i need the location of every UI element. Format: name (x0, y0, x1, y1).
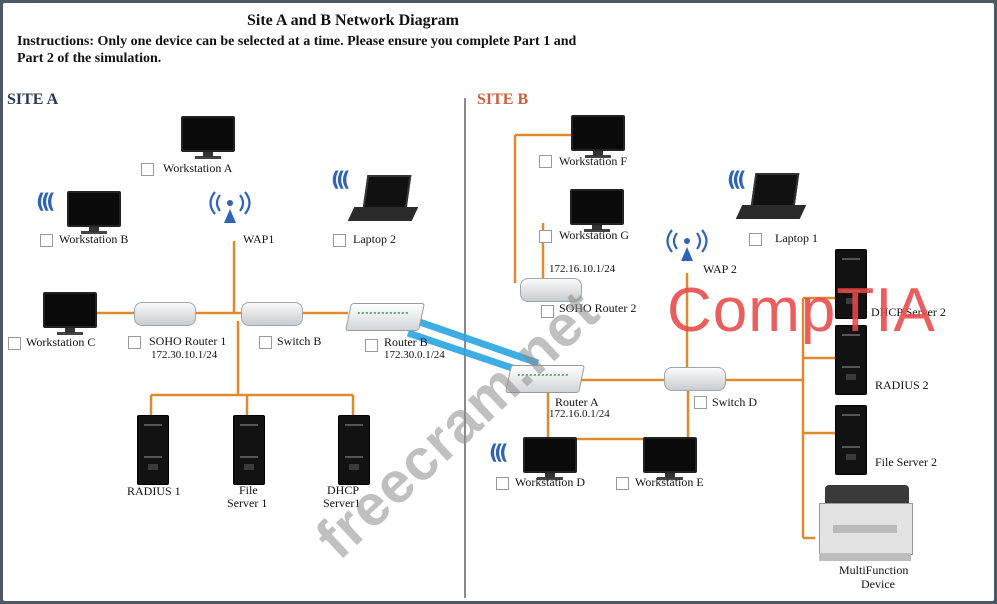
laptop-2-checkbox[interactable] (333, 234, 346, 247)
mfd-label-line1: MultiFunction (839, 563, 909, 577)
laptop-1-keyboard (735, 205, 807, 219)
laptop-1-screen (750, 173, 800, 207)
workstation-e-label: Workstation E (635, 475, 704, 489)
workstation-e-checkbox[interactable] (616, 477, 629, 490)
dhcp-server-2-icon[interactable] (835, 249, 867, 319)
site-divider (464, 98, 466, 598)
laptop-2-wifi-icon: ((( (331, 167, 351, 191)
diagram-title: Site A and B Network Diagram (247, 12, 459, 29)
wap1-label: WAP1 (243, 232, 275, 246)
soho-router-2-checkbox[interactable] (541, 305, 554, 318)
workstation-c-monitor-icon[interactable] (43, 292, 97, 335)
dhcp-server-1-label-line2: Server1 (323, 496, 361, 510)
laptop-1-label: Laptop 1 (775, 231, 818, 245)
workstation-a-checkbox[interactable] (141, 163, 154, 176)
file-server-1-label-line1: File (239, 483, 258, 497)
switch-d-icon[interactable] (664, 367, 726, 391)
soho-router-2-ip: 172.16.10.1/24 (549, 263, 616, 275)
instructions-line-2: Part 2 of the simulation. (17, 51, 162, 66)
file-server-2-label: File Server 2 (875, 455, 937, 469)
site-b-label: SITE B (477, 91, 529, 108)
soho-router-2-label: SOHO Router 2 (559, 301, 637, 315)
printer-tray (833, 525, 897, 533)
file-server-2-icon[interactable] (835, 405, 867, 475)
comptia-brand-watermark: CompTIA (667, 276, 936, 345)
printer-base (819, 553, 911, 561)
radius-2-label: RADIUS 2 (875, 378, 929, 392)
router-b-label: Router B (384, 335, 428, 349)
workstation-f-label: Workstation F (559, 154, 628, 168)
site-a-label: SITE A (7, 91, 59, 108)
workstation-c-checkbox[interactable] (8, 337, 21, 350)
laptop-1-icon[interactable] (735, 173, 807, 223)
switch-b-checkbox[interactable] (259, 336, 272, 349)
printer-scanner-lid (825, 485, 909, 505)
workstation-g-monitor-icon[interactable] (570, 189, 624, 232)
router-b-icon[interactable] (345, 303, 425, 331)
diagram-frame: Site A and B Network Diagram Instruction… (3, 3, 994, 601)
soho-router-1-icon[interactable] (134, 302, 196, 326)
workstation-a-label: Workstation A (163, 161, 233, 175)
soho-router-1-label: SOHO Router 1 (149, 334, 227, 348)
workstation-b-checkbox[interactable] (40, 234, 53, 247)
multifunction-printer-icon[interactable] (815, 485, 915, 565)
workstation-d-label: Workstation D (515, 475, 586, 489)
laptop-2-screen (362, 175, 412, 209)
laptop-2-keyboard (347, 207, 419, 221)
workstation-d-checkbox[interactable] (496, 477, 509, 490)
radius-1-label: RADIUS 1 (127, 484, 181, 498)
workstation-d-wifi-icon: ((( (489, 440, 509, 464)
router-b-ports (357, 312, 409, 317)
workstation-f-monitor-icon[interactable] (571, 115, 625, 158)
file-server-1-icon[interactable] (233, 415, 265, 485)
mfd-label-line2: Device (861, 577, 895, 591)
workstation-b-wifi-icon: ((( (36, 189, 56, 213)
switch-d-label: Switch D (712, 395, 757, 409)
router-b-checkbox[interactable] (365, 339, 378, 352)
workstation-e-monitor-icon[interactable] (643, 437, 697, 480)
dhcp-server-2-label: DHCP Server 2 (871, 305, 946, 319)
workstation-a-monitor-icon[interactable] (181, 116, 235, 159)
workstation-d-monitor-icon[interactable] (523, 437, 577, 480)
router-a-label: Router A (555, 395, 599, 409)
router-b-ip: 172.30.0.1/24 (384, 349, 445, 361)
workstation-f-checkbox[interactable] (539, 155, 552, 168)
wap2-antenna-icon[interactable] (663, 227, 711, 261)
soho-router-1-checkbox[interactable] (128, 336, 141, 349)
workstation-b-label: Workstation B (59, 232, 129, 246)
wap1-antenna-icon[interactable] (206, 189, 254, 223)
radius-1-server-icon[interactable] (137, 415, 169, 485)
soho-router-2-icon[interactable] (520, 278, 582, 302)
workstation-b-monitor-icon[interactable] (67, 191, 121, 234)
soho-router-1-ip: 172.30.10.1/24 (151, 349, 218, 361)
dhcp-server-1-icon[interactable] (338, 415, 370, 485)
switch-b-label: Switch B (277, 334, 322, 348)
file-server-1-label-line2: Server 1 (227, 496, 268, 510)
instructions-line-1: Instructions: Only one device can be sel… (17, 34, 577, 49)
workstation-c-label: Workstation C (26, 335, 96, 349)
laptop-2-label: Laptop 2 (353, 232, 396, 246)
switch-b-icon[interactable] (241, 302, 303, 326)
laptop-1-wifi-icon: ((( (727, 167, 747, 191)
router-a-ip: 172.16.0.1/24 (549, 408, 610, 420)
workstation-g-checkbox[interactable] (539, 230, 552, 243)
laptop-1-checkbox[interactable] (749, 233, 762, 246)
radius-2-server-icon[interactable] (835, 325, 867, 395)
wan-link-1 (406, 314, 540, 367)
switch-d-checkbox[interactable] (694, 396, 707, 409)
workstation-g-label: Workstation G (559, 228, 630, 242)
wap2-label: WAP 2 (703, 262, 737, 276)
laptop-2-icon[interactable] (347, 175, 419, 225)
dhcp-server-1-label-line1: DHCP (327, 483, 360, 497)
